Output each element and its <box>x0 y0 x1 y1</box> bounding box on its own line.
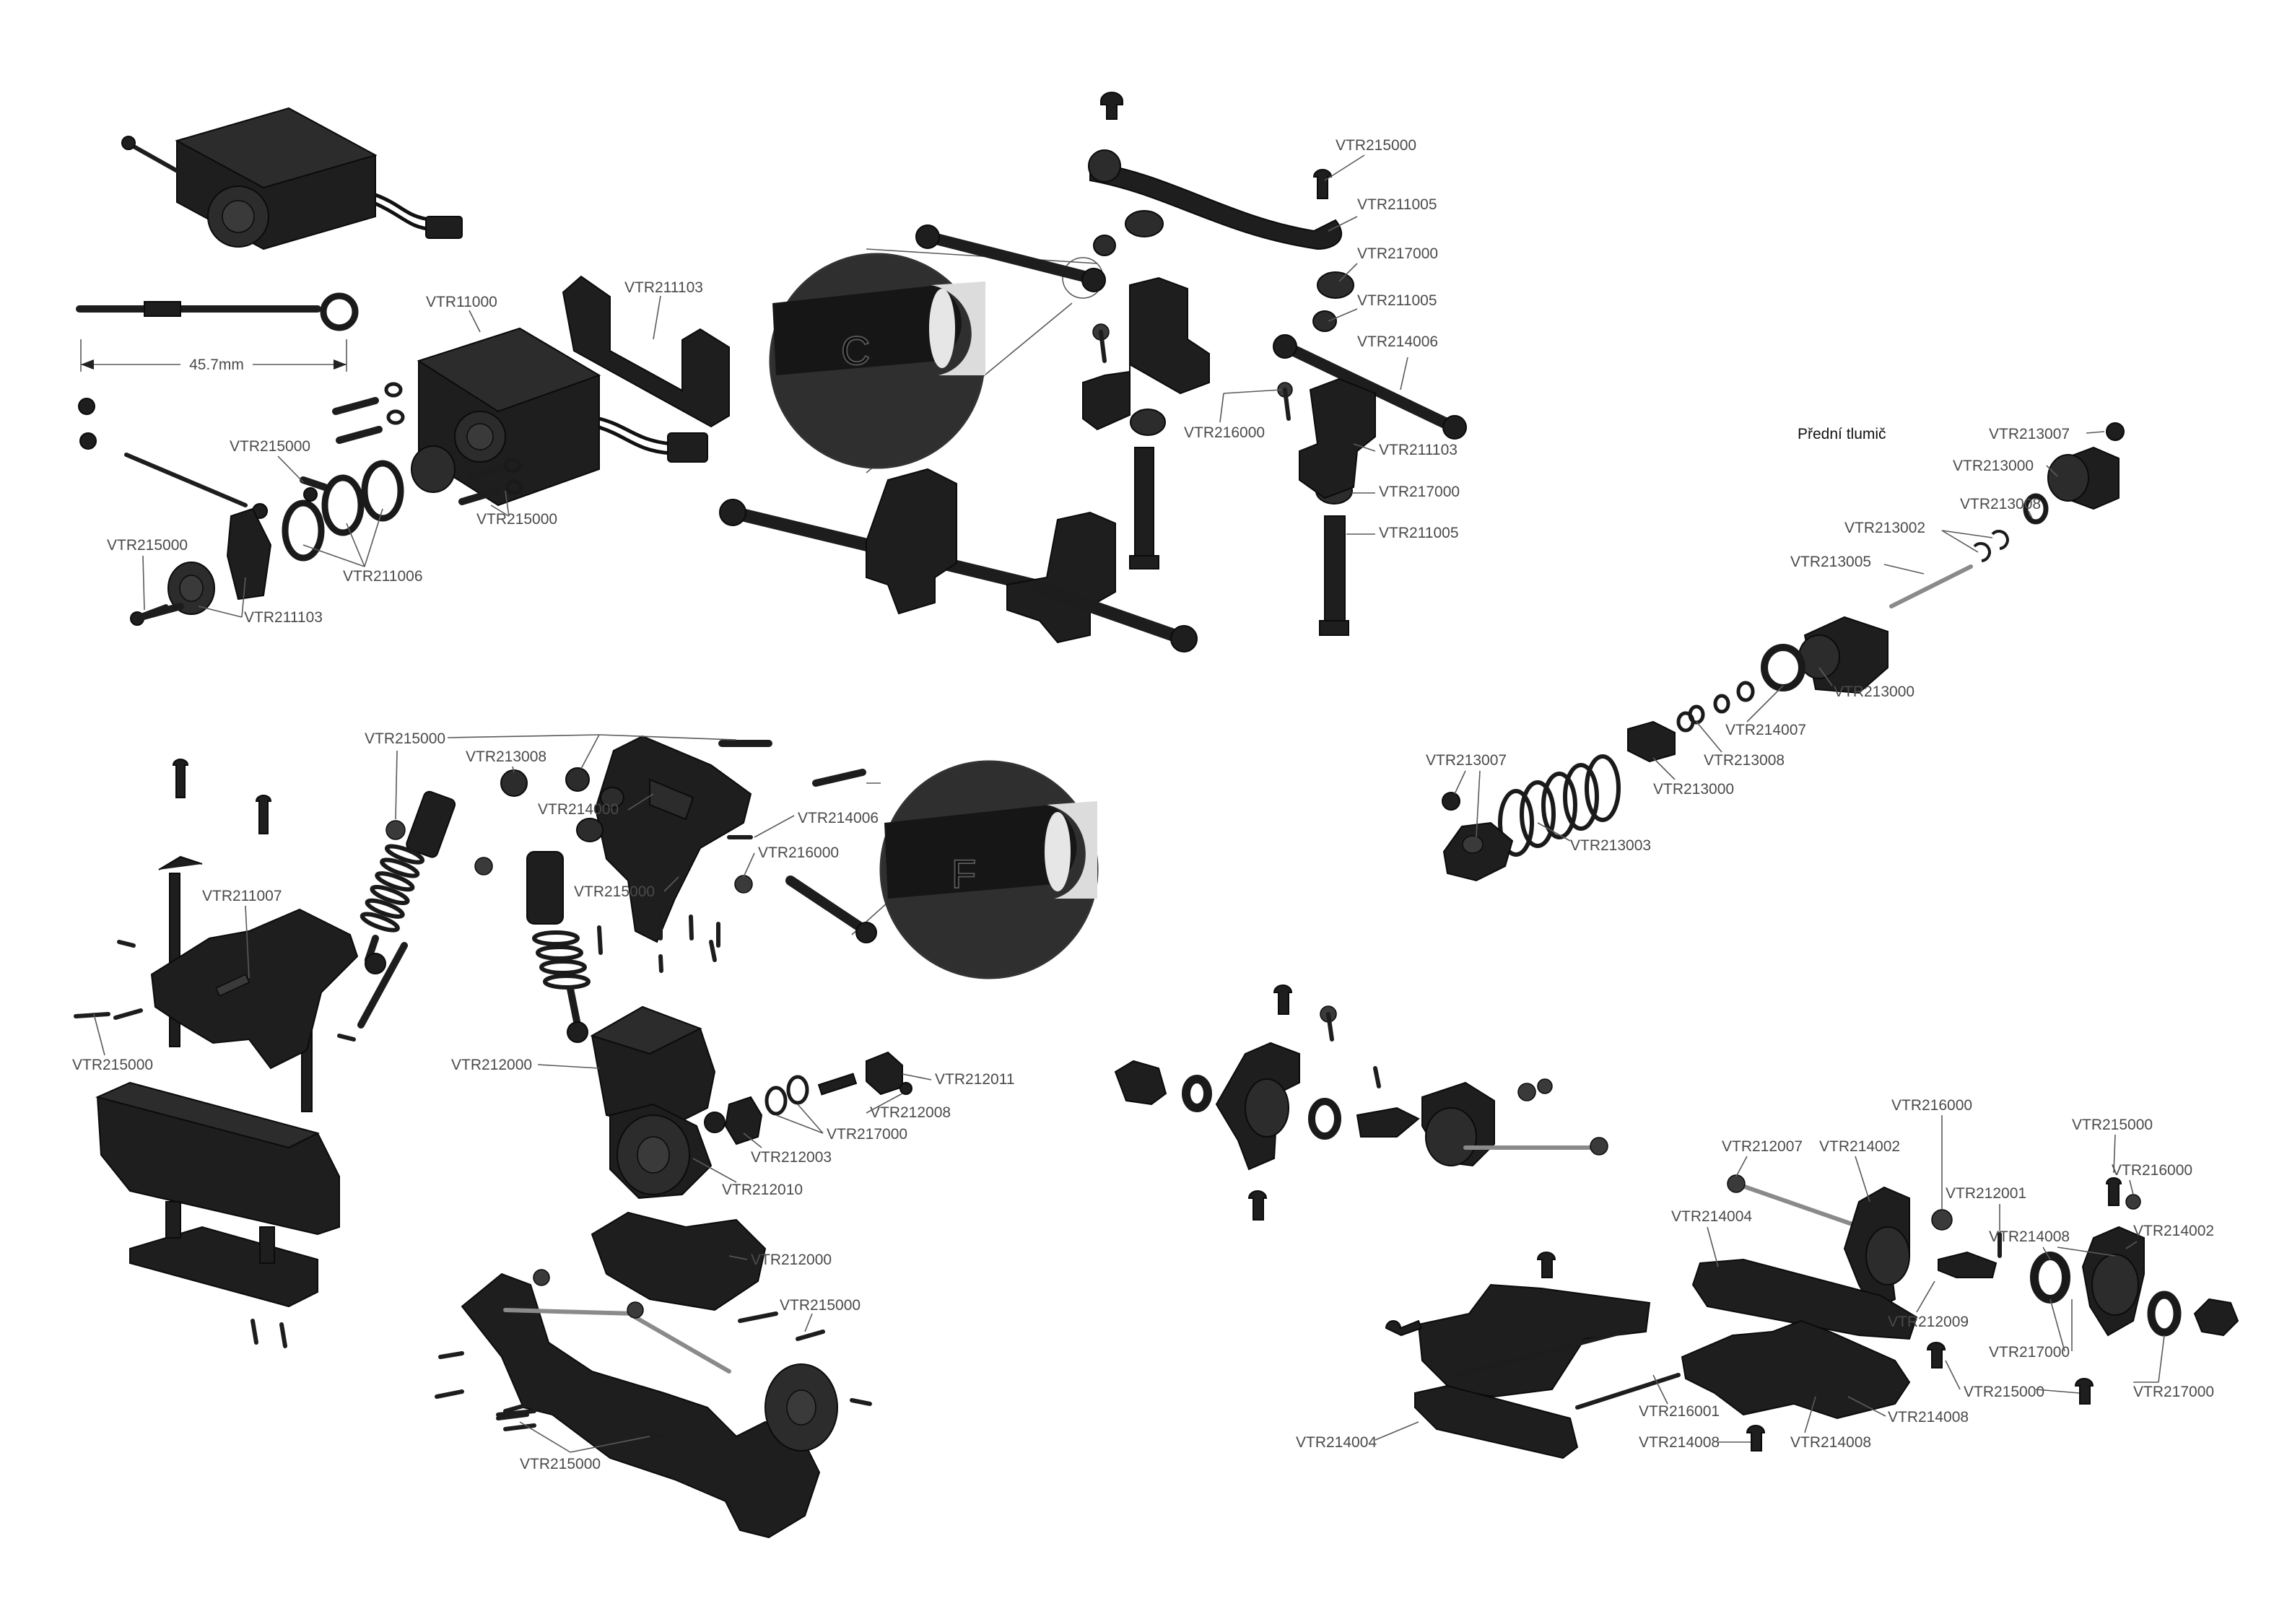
magnifier-letter-f: F <box>951 851 976 896</box>
part-label: VTR215000 <box>230 438 310 455</box>
part-label: VTR215000 <box>72 1057 153 1073</box>
part-label: VTR213000 <box>1653 781 1734 798</box>
part-label: VTR214008 <box>1790 1434 1871 1451</box>
shocks-gearbox-group: F <box>357 735 1099 1539</box>
part-label: VTR215000 <box>2072 1117 2153 1133</box>
part-label: VTR217000 <box>1357 245 1438 262</box>
part-label: VTR214006 <box>1357 333 1438 350</box>
part-label: VTR211103 <box>1379 442 1458 458</box>
part-label: VTR212009 <box>1888 1314 1969 1330</box>
part-label: VTR215000 <box>520 1456 601 1472</box>
part-label: VTR212000 <box>451 1057 532 1073</box>
part-labels: VTR215000 VTR211005 VTR217000 VTR211005 … <box>72 137 2214 1472</box>
part-label: VTR215000 <box>1964 1384 2044 1400</box>
part-label: VTR212003 <box>751 1149 832 1166</box>
part-label: VTR212001 <box>1946 1185 2026 1202</box>
part-label: VTR212010 <box>722 1182 803 1198</box>
part-label: VTR214004 <box>1296 1434 1377 1451</box>
part-label: VTR216000 <box>2112 1162 2192 1179</box>
part-label: VTR214008 <box>1888 1409 1969 1426</box>
part-label: VTR217000 <box>1989 1344 2070 1361</box>
part-label: VTR212011 <box>935 1071 1015 1088</box>
part-label: VTR213007 <box>1989 426 2070 442</box>
part-label: VTR211006 <box>343 568 423 585</box>
part-label: VTR213007 <box>1426 752 1507 769</box>
part-label: VTR212008 <box>870 1104 951 1121</box>
part-label: VTR217000 <box>1379 484 1460 500</box>
part-label: VTR214002 <box>2133 1223 2214 1239</box>
part-label: VTR217000 <box>2133 1384 2214 1400</box>
part-label: VTR214008 <box>1989 1228 2070 1245</box>
part-label: VTR216000 <box>1891 1097 1972 1114</box>
part-label: VTR215000 <box>1336 137 1416 154</box>
part-label: VTR211005 <box>1379 525 1459 541</box>
part-label: VTR214000 <box>538 801 619 818</box>
part-label: VTR213003 <box>1570 837 1651 854</box>
part-label: VTR217000 <box>827 1126 907 1143</box>
front-bumper-group <box>74 759 359 1348</box>
part-label: VTR213005 <box>1790 554 1871 570</box>
servo-assembly-group: 45.7mm <box>76 107 730 626</box>
part-label: VTR213008 <box>1704 752 1785 769</box>
rear-arms-group <box>1385 1174 2239 1459</box>
part-label: VTR214007 <box>1725 722 1806 738</box>
part-label: VTR211103 <box>624 279 703 296</box>
part-label: VTR212000 <box>751 1252 832 1268</box>
part-label: VTR215000 <box>107 537 188 554</box>
part-label: VTR216000 <box>1184 424 1265 441</box>
part-label: VTR215000 <box>365 730 445 747</box>
part-label: VTR213000 <box>1834 684 1914 700</box>
part-label: VTR214006 <box>798 810 879 826</box>
part-label: VTR213008 <box>1960 496 2041 512</box>
part-label: VTR11000 <box>426 294 497 310</box>
part-label: VTR214004 <box>1671 1208 1752 1225</box>
section-label-front-shock: Přední tlumič <box>1798 426 1886 442</box>
part-label: VTR216001 <box>1639 1403 1720 1420</box>
part-label: VTR215000 <box>476 511 557 528</box>
dimension-label: 45.7mm <box>189 357 244 373</box>
part-label: VTR211005 <box>1357 292 1437 309</box>
part-label: VTR214008 <box>1639 1434 1720 1451</box>
part-label: VTR211007 <box>202 888 282 904</box>
front-hub-group <box>1114 985 1608 1221</box>
part-label: VTR213000 <box>1953 458 2034 474</box>
part-label: VTR211005 <box>1357 196 1437 213</box>
part-label: VTR212007 <box>1722 1138 1803 1155</box>
magnifier-letter-c: C <box>841 328 870 373</box>
part-label: VTR215000 <box>780 1297 861 1314</box>
steering-assembly-group: C <box>719 92 1467 652</box>
part-label: VTR213008 <box>466 748 546 765</box>
front-shock-group: Přední tlumič <box>1442 422 2125 882</box>
part-label: VTR216000 <box>758 844 839 861</box>
part-label: VTR211103 <box>244 609 323 626</box>
part-label: VTR214002 <box>1819 1138 1900 1155</box>
part-label: VTR215000 <box>574 883 655 900</box>
part-label: VTR213002 <box>1844 520 1925 536</box>
